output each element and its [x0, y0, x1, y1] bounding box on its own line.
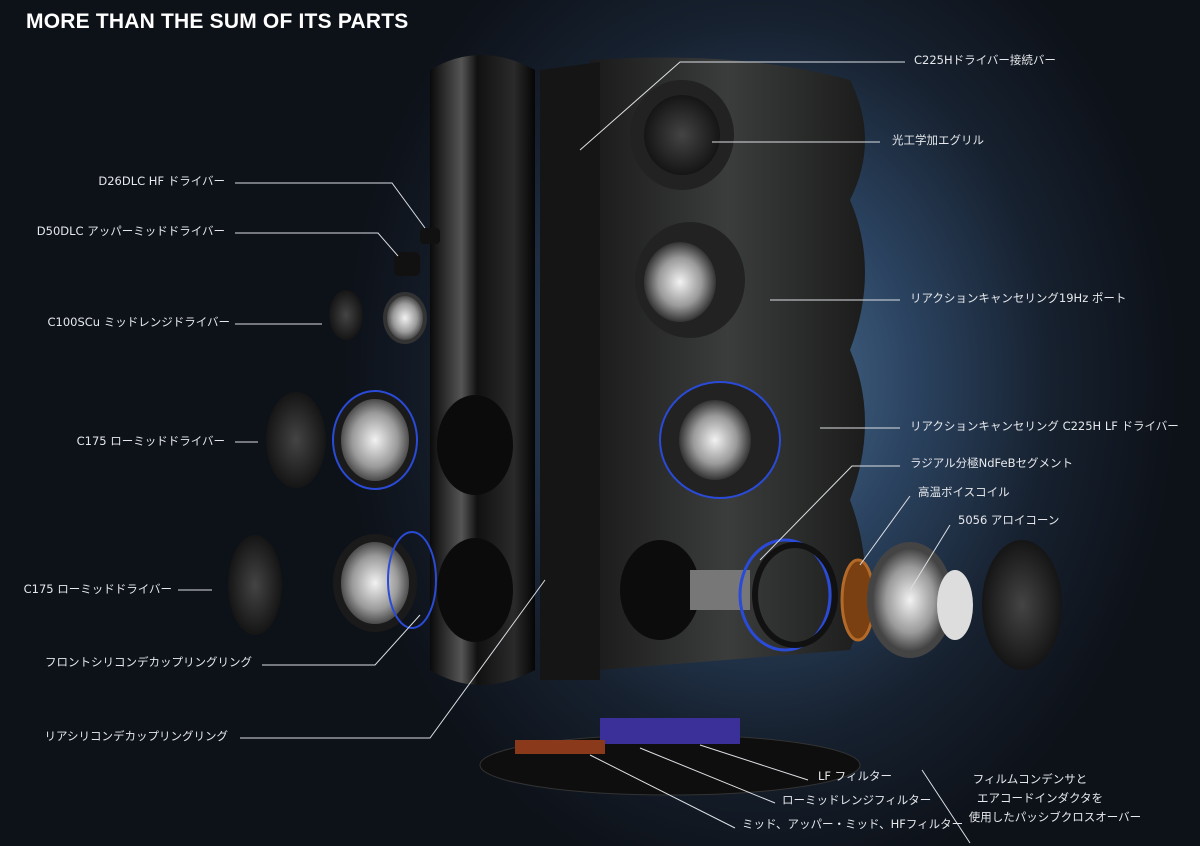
- label-d50dlc-upper-mid-driver: D50DLC アッパーミッドドライバー: [36, 224, 225, 238]
- label-rear-silicone-ring: リアシリコンデカップリングリング: [44, 729, 228, 743]
- label-c175-low-mid-driver-1: C175 ローミッドドライバー: [76, 434, 225, 448]
- crossover-note-line: フィルムコンデンサと: [972, 772, 1088, 786]
- crossover-note-line: エアコードインダクタを: [976, 791, 1104, 805]
- label-19hz-port: リアクションキャンセリング19Hz ポート: [910, 291, 1127, 305]
- label-c225h-connection-bar: C225Hドライバー接続バー: [914, 53, 1056, 67]
- label-alloy-cone: 5056 アロイコーン: [958, 513, 1060, 527]
- cabinet: [430, 55, 865, 685]
- crossover-note: フィルムコンデンサと エアコードインダクタを 使用したパッシブクロスオーバー: [945, 770, 1165, 827]
- exploded-drivers: [228, 228, 1062, 670]
- label-front-silicone-ring: フロントシリコンデカップリングリング: [45, 655, 252, 669]
- label-optical-grille: 光工学加エグリル: [892, 133, 984, 147]
- label-voice-coil: 高温ボイスコイル: [918, 485, 1010, 499]
- label-c175-low-mid-driver-2: C175 ローミッドドライバー: [23, 582, 172, 596]
- page-title: MORE THAN THE SUM OF ITS PARTS: [26, 10, 409, 33]
- label-ndfeb-segment: ラジアル分極NdFeBセグメント: [910, 456, 1074, 470]
- label-d26dlc-hf-driver: D26DLC HF ドライバー: [98, 174, 225, 188]
- crossover-note-line: 使用したパッシブクロスオーバー: [968, 810, 1142, 824]
- label-c100scu-midrange-driver: C100SCu ミッドレンジドライバー: [47, 315, 230, 329]
- label-c225h-lf-driver: リアクションキャンセリング C225H LF ドライバー: [910, 419, 1179, 433]
- label-lf-filter: LF フィルター: [818, 769, 892, 783]
- leader-lines: [178, 61, 971, 844]
- label-mid-upper-hf-filter: ミッド、アッパー・ミッド、HFフィルター: [742, 817, 964, 831]
- crossover-board: [479, 718, 861, 796]
- label-low-midrange-filter: ローミッドレンジフィルター: [782, 793, 932, 807]
